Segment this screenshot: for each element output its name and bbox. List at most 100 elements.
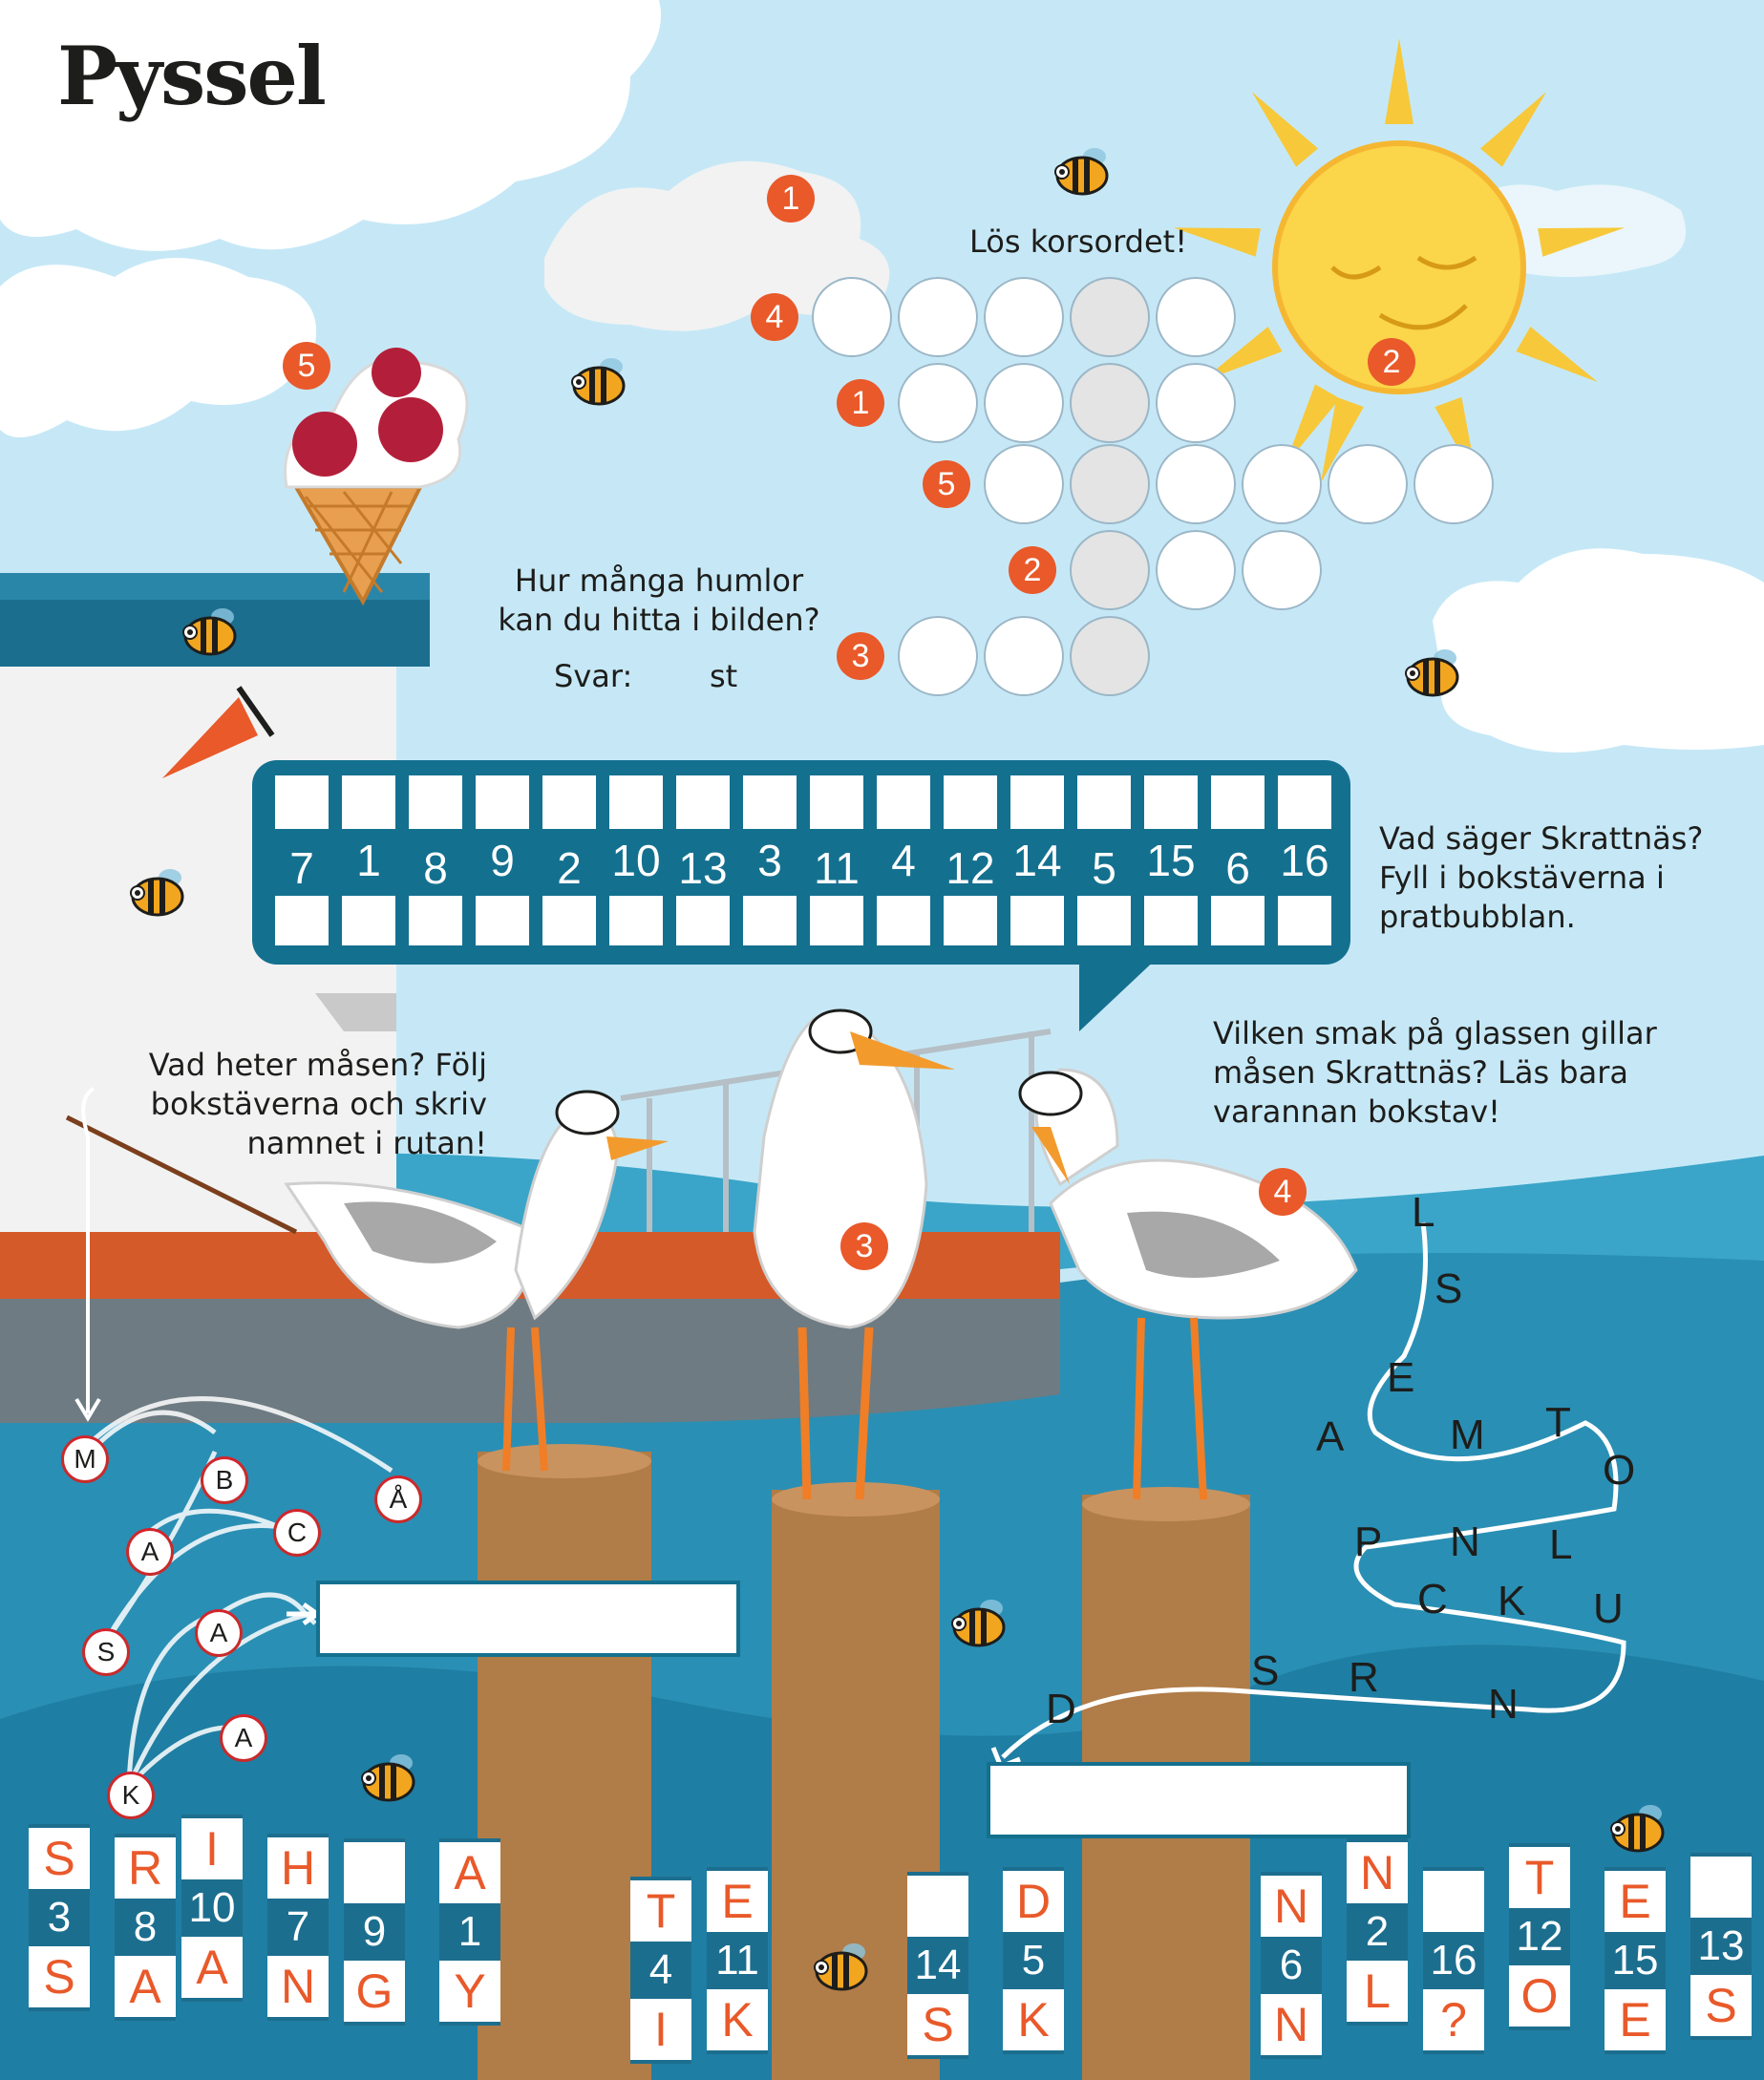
bubble-letter-box[interactable] xyxy=(342,775,395,829)
bubble-letter-box[interactable] xyxy=(810,775,863,829)
bubble-letter-box[interactable] xyxy=(1144,775,1198,829)
crossword-cell[interactable] xyxy=(984,616,1064,696)
bubble-letter-box[interactable] xyxy=(275,775,329,829)
crossword-cell[interactable] xyxy=(812,277,892,357)
maze-path xyxy=(1001,1221,1626,1759)
bubble-letter-box[interactable] xyxy=(1077,896,1131,945)
card-bottom-letter: K xyxy=(707,1989,768,2050)
card-top-letter: N xyxy=(1347,1842,1408,1903)
bee-answer-field[interactable] xyxy=(646,659,703,693)
crossword-cell[interactable] xyxy=(898,277,978,357)
bubble-letter-box[interactable] xyxy=(542,775,596,829)
bubble-letter-box[interactable] xyxy=(1278,775,1331,829)
maze-letter: K xyxy=(1498,1578,1526,1624)
bee-icon[interactable] xyxy=(1049,143,1116,201)
crossword-key-cell[interactable] xyxy=(1070,444,1150,524)
crossword-cell[interactable] xyxy=(1328,444,1408,524)
crossword-cell[interactable] xyxy=(898,363,978,443)
clue-badge-sun: 2 xyxy=(1368,338,1415,386)
bubble-letter-box[interactable] xyxy=(476,896,529,945)
crossword-cell[interactable] xyxy=(1242,444,1322,524)
crossword-cell[interactable] xyxy=(984,277,1064,357)
bubble-letter-box[interactable] xyxy=(342,896,395,945)
maze-letter: A xyxy=(1316,1413,1345,1460)
bubble-letter-box[interactable] xyxy=(676,775,730,829)
bee-icon[interactable] xyxy=(1605,1800,1671,1857)
card-number: 7 xyxy=(286,1903,310,1950)
crossword-cell[interactable] xyxy=(898,616,978,696)
crossword-key-cell[interactable] xyxy=(1070,277,1150,357)
maze-letter: D xyxy=(1046,1686,1076,1732)
bee-question: Hur många humlor kan du hitta i bilden? xyxy=(498,562,820,638)
crossword-key-cell[interactable] xyxy=(1070,616,1150,696)
ice-cream xyxy=(284,348,469,606)
bubble-letter-box[interactable] xyxy=(409,775,462,829)
maze-letter: R xyxy=(1349,1654,1379,1701)
bee-icon[interactable] xyxy=(355,1750,422,1807)
cloud-right xyxy=(1433,548,1764,753)
bee-icon[interactable] xyxy=(808,1939,875,1996)
bubble-letter-box[interactable] xyxy=(275,896,329,945)
bee-icon[interactable] xyxy=(946,1595,1012,1652)
bubble-letter-box[interactable] xyxy=(1278,896,1331,945)
card-bottom-letter: N xyxy=(267,1956,329,2017)
bubble-letter-box[interactable] xyxy=(944,896,997,945)
pole-left xyxy=(478,1444,651,2080)
card-bottom-letter: K xyxy=(1003,1989,1064,2050)
crossword-cell[interactable] xyxy=(1156,530,1236,610)
bubble-letter-box[interactable] xyxy=(743,775,797,829)
bee-icon[interactable] xyxy=(565,353,632,411)
bee-icon[interactable] xyxy=(177,604,244,661)
bubble-letter-box[interactable] xyxy=(944,775,997,829)
crossword-cell[interactable] xyxy=(984,444,1064,524)
bubble-letter-box[interactable] xyxy=(877,775,930,829)
card-number: 11 xyxy=(715,1937,759,1984)
bubble-letter-box[interactable] xyxy=(1211,775,1265,829)
bubble-letter-box[interactable] xyxy=(743,896,797,945)
card-number: 15 xyxy=(1611,1937,1659,1984)
bee-icon[interactable] xyxy=(124,864,191,922)
crossword-key-cell[interactable] xyxy=(1070,363,1150,443)
bubble-letter-box[interactable] xyxy=(1144,896,1198,945)
bubble-letter-box[interactable] xyxy=(476,775,529,829)
gull-name-answer-box[interactable] xyxy=(316,1581,740,1657)
crossword-key-cell[interactable] xyxy=(1070,530,1150,610)
bubble-number: 12 xyxy=(946,843,995,893)
maze-letter: U xyxy=(1593,1585,1624,1632)
crossword-cell[interactable] xyxy=(1156,363,1236,443)
bubble-letter-box[interactable] xyxy=(409,896,462,945)
bubble-letter-box[interactable] xyxy=(1010,775,1064,829)
card-number: 2 xyxy=(1365,1908,1390,1955)
cloud-top-left xyxy=(0,0,661,251)
bubble-letter-box[interactable] xyxy=(877,896,930,945)
letter-card: 16? xyxy=(1423,1867,1484,2054)
crossword-cell[interactable] xyxy=(1242,530,1322,610)
crossword-cell[interactable] xyxy=(1156,277,1236,357)
bubble-letter-box[interactable] xyxy=(676,896,730,945)
bubble-letter-box[interactable] xyxy=(1010,896,1064,945)
bubble-letter-box[interactable] xyxy=(1077,775,1131,829)
bubble-number: 2 xyxy=(557,843,582,893)
bubble-letter-box[interactable] xyxy=(609,775,663,829)
card-bottom-letter: S xyxy=(29,1946,90,2007)
flavour-answer-box[interactable] xyxy=(987,1762,1411,1838)
crossword-cell[interactable] xyxy=(1413,444,1494,524)
bubble-letter-box[interactable] xyxy=(609,896,663,945)
card-number: 3 xyxy=(47,1894,72,1941)
buoy-letter: C xyxy=(273,1509,321,1557)
crossword-cell[interactable] xyxy=(1156,444,1236,524)
bubble-letter-box[interactable] xyxy=(810,896,863,945)
bee-icon[interactable] xyxy=(1399,645,1466,702)
bubble-letter-box[interactable] xyxy=(1211,896,1265,945)
card-number: 1 xyxy=(457,1908,482,1955)
crossword-clue-number: 4 xyxy=(751,293,798,341)
bubble-letter-box[interactable] xyxy=(542,896,596,945)
crossword-cell[interactable] xyxy=(984,363,1064,443)
maze-letter: N xyxy=(1450,1518,1480,1565)
